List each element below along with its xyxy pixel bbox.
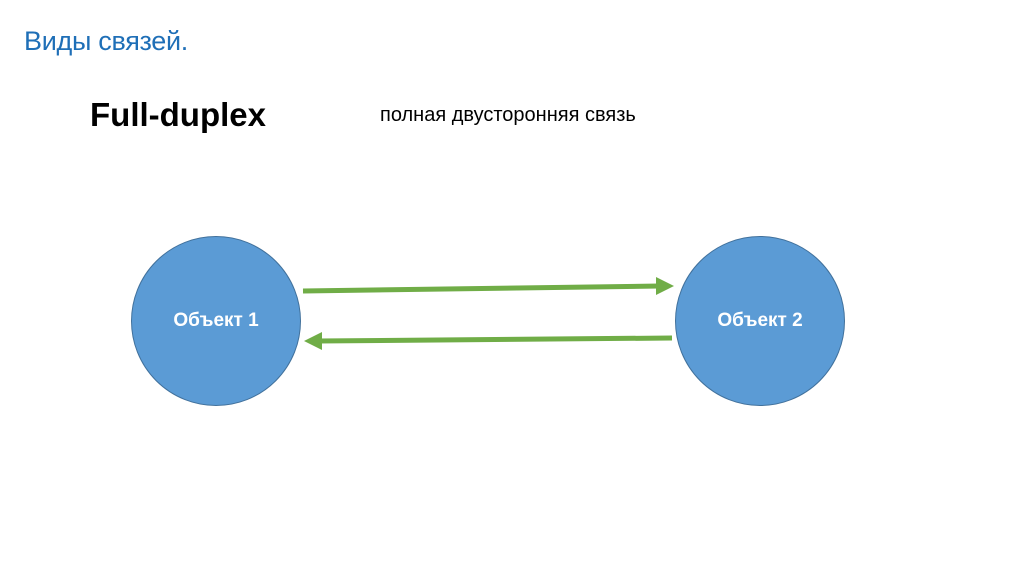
mode-description: полная двусторонняя связь: [380, 104, 636, 126]
object-1-node: Объект 1: [131, 236, 301, 406]
object-2-label: Объект 2: [717, 310, 803, 331]
slide-title: Виды связей.: [24, 26, 188, 56]
object-2-node: Объект 2: [675, 236, 845, 406]
arrow-object1-to-object2: [302, 277, 674, 295]
object-1-label: Объект 1: [173, 310, 259, 331]
arrow-object2-to-object1: [304, 332, 673, 350]
mode-heading: Full-duplex: [90, 96, 266, 133]
